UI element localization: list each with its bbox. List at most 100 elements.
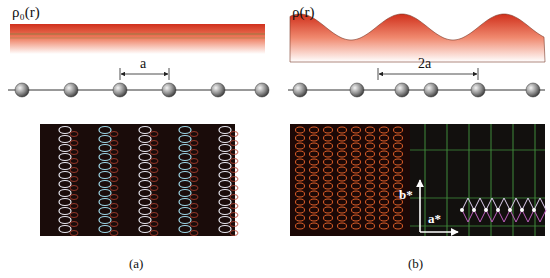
lattice-spot (70, 231, 78, 236)
lattice-spot (324, 207, 333, 213)
lattice-spot (139, 190, 151, 197)
atom (255, 83, 269, 97)
lattice-spot (366, 167, 375, 173)
lattice-spot (338, 135, 347, 141)
lattice-spot (366, 215, 375, 221)
atom (15, 83, 29, 97)
lattice-spot (310, 175, 319, 181)
lattice-spot (352, 127, 361, 133)
lattice-spot (190, 195, 198, 200)
lattice-spot (296, 223, 305, 229)
lattice-spot (150, 132, 158, 137)
lattice-spot (70, 186, 78, 191)
atom (293, 83, 307, 97)
lattice-spot (296, 215, 305, 221)
lattice-spot (324, 199, 333, 205)
lattice-spot (59, 199, 71, 206)
lattice-spot (338, 127, 347, 133)
panel-label: (a) (129, 257, 143, 270)
density-wave (290, 14, 545, 62)
lattice-spot (179, 181, 191, 188)
lattice-spot (296, 199, 305, 205)
lattice-spot (99, 226, 111, 233)
lattice-spot (219, 181, 231, 188)
atom (350, 83, 364, 97)
diffraction-spot (532, 208, 536, 212)
density-label: ρ(r) (292, 5, 314, 20)
lattice-spot (70, 177, 78, 182)
lattice-spot (310, 167, 319, 173)
lattice-spot (150, 150, 158, 155)
lattice-spot (380, 223, 389, 229)
lattice-spot (179, 190, 191, 197)
lattice-spot (310, 135, 319, 141)
lattice-spot (139, 145, 151, 152)
lattice-spot (230, 231, 238, 236)
axis-label: b* (399, 188, 413, 201)
lattice-spot (110, 150, 118, 155)
atom (113, 83, 127, 97)
grid-line (535, 124, 536, 236)
grid-line (513, 124, 514, 236)
lattice-spot (338, 175, 347, 181)
lattice-spot (352, 183, 361, 189)
lattice-spot (150, 231, 158, 236)
lattice-spot (70, 159, 78, 164)
lattice-spot (324, 215, 333, 221)
lattice-spot (190, 159, 198, 164)
lattice-spot (380, 159, 389, 165)
lattice-spot (70, 195, 78, 200)
lattice-spot (230, 132, 238, 137)
lattice-spot (338, 159, 347, 165)
lattice-spot (59, 190, 71, 197)
lattice-spot (190, 222, 198, 227)
lattice-spot (139, 154, 151, 161)
lattice-spot (190, 213, 198, 218)
lattice-spot (110, 195, 118, 200)
lattice-spot (190, 168, 198, 173)
lattice-spot (179, 145, 191, 152)
dimension-arrow (379, 74, 477, 75)
lattice-spot (99, 154, 111, 161)
lattice-spot (219, 190, 231, 197)
grid-line (410, 226, 545, 227)
lattice-spot (59, 163, 71, 170)
lattice-spot (296, 159, 305, 165)
lattice-spot (310, 223, 319, 229)
lattice-spot (338, 167, 347, 173)
axis-arrow (419, 180, 421, 232)
atom-chain (288, 90, 545, 91)
lattice-spot (394, 135, 403, 141)
lattice-spot (110, 132, 118, 137)
lattice-spot (179, 127, 191, 134)
lattice-spot (70, 132, 78, 137)
lattice-spot (99, 181, 111, 188)
lattice-spot (110, 231, 118, 236)
atom (526, 83, 540, 97)
axis-label: a* (428, 212, 441, 225)
lattice-spot (338, 151, 347, 157)
lattice-spot (366, 135, 375, 141)
lattice-spot (230, 186, 238, 191)
lattice-spot (190, 141, 198, 146)
lattice-spot (366, 207, 375, 213)
lattice-spot (352, 167, 361, 173)
lattice-spot (70, 204, 78, 209)
lattice-spot (219, 136, 231, 143)
lattice-spot (150, 168, 158, 173)
lattice-spot (99, 208, 111, 215)
lattice-spot (230, 141, 238, 146)
lattice-spot (380, 127, 389, 133)
lattice-spot (179, 208, 191, 215)
lattice-spot (324, 223, 333, 229)
lattice-spot (150, 141, 158, 146)
lattice-spot (70, 150, 78, 155)
lattice-spot (352, 143, 361, 149)
lattice-spot (99, 217, 111, 224)
lattice-spot (394, 167, 403, 173)
lattice-spot (296, 207, 305, 213)
lattice-spot (230, 168, 238, 173)
lattice-spot (352, 207, 361, 213)
lattice-spot (324, 151, 333, 157)
